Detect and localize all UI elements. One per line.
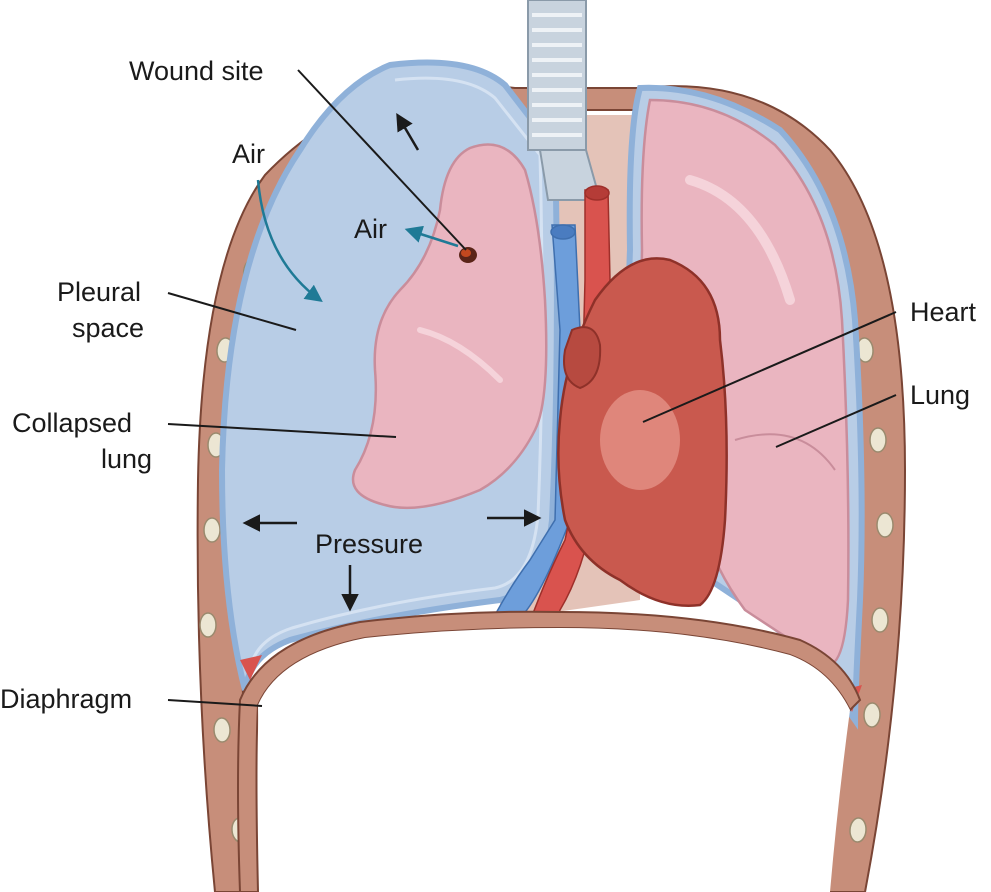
label-pleural-line2: space [72, 313, 144, 343]
label-collapsed-line1: Collapsed [12, 408, 132, 438]
heart-atrium [563, 326, 602, 390]
pleural-inner-lining [248, 76, 544, 671]
label-air-inner: Air [354, 214, 387, 244]
air-escape-arrow [404, 225, 459, 248]
leader-wound-site [297, 69, 467, 251]
label-pleural-line1: Pleural [57, 277, 141, 307]
label-lung: Lung [910, 380, 970, 410]
label-pressure: Pressure [315, 529, 423, 559]
right-lung-highlight [685, 175, 795, 305]
leader-heart [642, 311, 897, 423]
aorta-opening [584, 185, 610, 201]
leader-lung [775, 394, 897, 448]
label-heart: Heart [910, 297, 977, 327]
leader-pleural-space [167, 292, 297, 331]
collapsed-lung [351, 143, 548, 510]
vena-cava-opening [550, 224, 576, 240]
leader-diaphragm [167, 699, 263, 707]
heart-highlight [600, 390, 680, 490]
leader-collapsed-lung [167, 423, 397, 438]
label-air-outer: Air [232, 139, 265, 169]
wound-site-mark [459, 247, 477, 263]
right-lung-fissure [734, 433, 836, 471]
label-wound-site: Wound site [129, 56, 264, 86]
trachea [527, 0, 602, 201]
pleural-recess-left [240, 655, 262, 680]
pressure-arrow-up [396, 112, 420, 151]
abdominal-cavity [258, 628, 850, 892]
label-diaphragm: Diaphragm [0, 684, 132, 714]
label-collapsed-line2: lung [101, 444, 152, 474]
collapsed-lung-fold [417, 327, 503, 383]
air-inflow-arrow [256, 179, 323, 303]
